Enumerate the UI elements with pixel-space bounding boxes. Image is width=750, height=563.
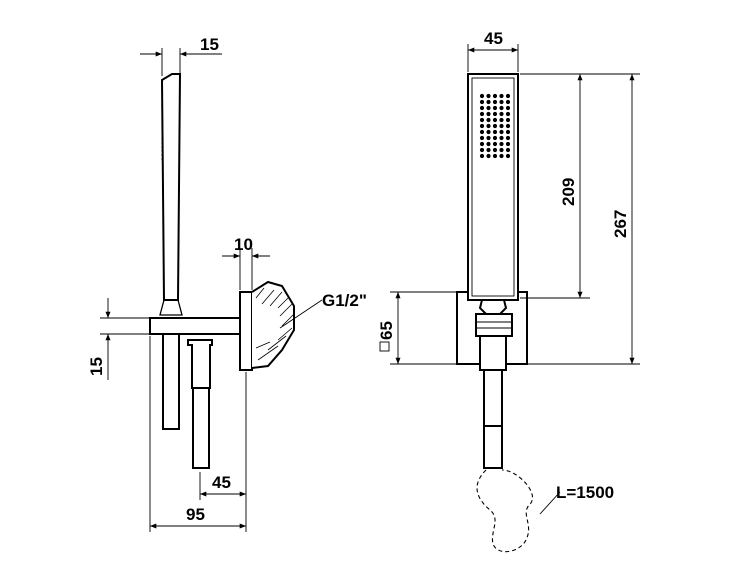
dim-hose-offset: 45 xyxy=(212,473,231,492)
square-symbol-icon xyxy=(379,341,390,352)
thread-leader xyxy=(279,299,323,329)
side-wall-flange xyxy=(239,291,253,371)
spray-nozzle-dot xyxy=(486,153,491,159)
spray-nozzle-dot xyxy=(492,153,498,159)
front-view-dimensions: 45 209 267 65 L=1500 xyxy=(377,29,640,502)
side-hose-tube xyxy=(192,387,210,469)
label-hose-length: L=1500 xyxy=(556,483,614,502)
spray-nozzle-dot xyxy=(505,111,511,117)
spray-nozzle-dot xyxy=(492,135,498,141)
spray-nozzle-dot xyxy=(479,99,485,105)
side-handset-neck xyxy=(159,299,183,316)
spray-nozzle-dot xyxy=(479,135,485,141)
spray-nozzle-dot xyxy=(479,123,485,129)
side-handset-pipe xyxy=(162,333,180,430)
spray-nozzle-dot xyxy=(486,141,491,147)
spray-nozzle-dot xyxy=(479,93,485,99)
front-lower-body xyxy=(479,335,507,371)
spray-nozzle-dot xyxy=(486,111,491,117)
dim-side-lower-height: 15 xyxy=(87,357,106,376)
spray-nozzle-dot xyxy=(486,93,491,99)
spray-nozzle-dot xyxy=(505,123,511,129)
spray-nozzle-dot xyxy=(492,99,498,105)
spray-nozzle-dot xyxy=(486,129,491,135)
front-hose-tube xyxy=(483,425,503,469)
spray-nozzle-dot xyxy=(492,93,498,99)
spray-nozzle-dot xyxy=(486,99,491,105)
front-view xyxy=(456,73,561,553)
spray-nozzle-dot xyxy=(505,93,511,99)
spray-nozzle-dot xyxy=(492,105,498,111)
dim-bracket-height: 65 xyxy=(377,321,396,340)
spray-nozzle-dot xyxy=(479,141,485,147)
dim-front-width: 45 xyxy=(484,29,503,48)
spray-nozzle-dot xyxy=(479,153,485,159)
spray-nozzle-dot xyxy=(499,153,504,159)
spray-nozzle-dot xyxy=(479,117,485,123)
spray-nozzle-dot xyxy=(499,111,504,117)
spray-nozzle-dot xyxy=(505,129,511,135)
spray-nozzle-dot xyxy=(505,99,511,105)
spray-nozzle-dot xyxy=(479,147,485,153)
dim-handset-height: 209 xyxy=(559,178,578,206)
spray-nozzle-dot xyxy=(499,129,504,135)
spray-nozzle-dot xyxy=(499,105,504,111)
spray-nozzle-dot xyxy=(479,111,485,117)
spray-nozzle-dot xyxy=(499,147,504,153)
side-view-dimensions: 15 10 G1/2" 15 45 95 xyxy=(87,35,367,532)
spray-nozzle-dot xyxy=(492,123,498,129)
spray-nozzle-dot xyxy=(499,135,504,141)
spray-nozzle-dot xyxy=(499,141,504,147)
dim-connector-offset: 10 xyxy=(234,235,253,254)
front-handset-collar xyxy=(478,299,508,315)
dim-total-height: 267 xyxy=(611,210,630,238)
spray-nozzle-dot xyxy=(505,141,511,147)
spray-nozzle-dot xyxy=(492,129,498,135)
front-handset-inner xyxy=(471,77,515,297)
spray-nozzle-dot xyxy=(479,105,485,111)
spray-nozzle-dot xyxy=(505,105,511,111)
spray-nozzle-dot xyxy=(499,93,504,99)
dim-side-top-width: 15 xyxy=(200,35,219,54)
side-wall-hatch xyxy=(255,287,295,361)
spray-nozzle-dot xyxy=(479,129,485,135)
spray-nozzle-dot xyxy=(492,147,498,153)
spray-nozzle-dot xyxy=(492,117,498,123)
spray-nozzle-dot xyxy=(492,111,498,117)
side-holder-arm xyxy=(149,317,251,335)
spray-nozzle-dot xyxy=(486,123,491,129)
front-hose-fitting xyxy=(483,369,503,427)
spray-nozzle-dot xyxy=(492,141,498,147)
spray-nozzle-dot xyxy=(486,117,491,123)
spray-nozzle-dot xyxy=(505,117,511,123)
front-spray-nozzles xyxy=(479,93,511,159)
side-handset xyxy=(160,73,182,301)
front-coupling xyxy=(475,313,513,337)
side-hose-connector xyxy=(187,339,213,389)
spray-nozzle-dot xyxy=(505,153,511,159)
spray-nozzle-dot xyxy=(499,99,504,105)
spray-nozzle-dot xyxy=(486,147,491,153)
hose-length-leader xyxy=(539,491,561,515)
spray-nozzle-dot xyxy=(499,117,504,123)
front-hose-dashed xyxy=(476,469,533,553)
side-view xyxy=(149,73,323,469)
spray-nozzle-dot xyxy=(505,147,511,153)
dim-total-depth: 95 xyxy=(186,505,205,524)
label-thread: G1/2" xyxy=(322,291,367,310)
spray-nozzle-dot xyxy=(486,105,491,111)
spray-nozzle-dot xyxy=(505,135,511,141)
spray-nozzle-dot xyxy=(499,123,504,129)
front-handset-outer xyxy=(467,73,519,301)
spray-nozzle-dot xyxy=(486,135,491,141)
